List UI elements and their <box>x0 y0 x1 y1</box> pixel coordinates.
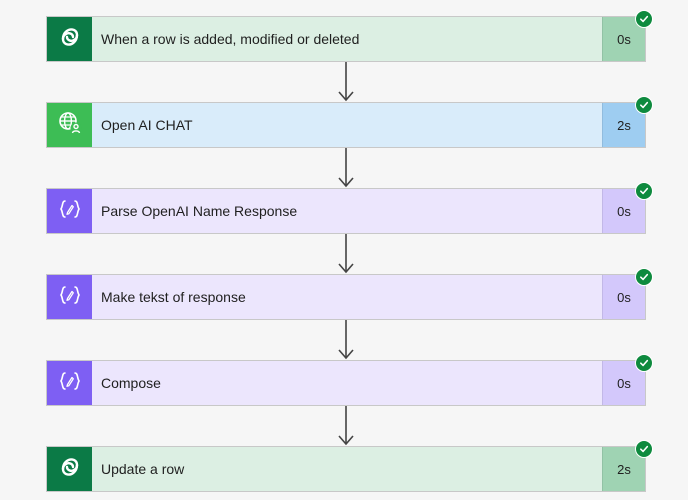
check-icon <box>635 268 653 286</box>
step-icon-box <box>47 361 92 405</box>
step-label: Make tekst of response <box>101 289 246 305</box>
step-label: Compose <box>101 375 161 391</box>
dataverse-icon <box>57 24 83 55</box>
data-operation-icon <box>57 368 83 399</box>
check-icon <box>635 354 653 372</box>
arrow-down-icon <box>336 320 356 360</box>
step-label: Open AI CHAT <box>101 117 193 133</box>
arrow-down-icon <box>336 234 356 274</box>
check-icon <box>635 182 653 200</box>
step-icon-box <box>47 189 92 233</box>
step-compose[interactable]: Compose 0s <box>46 354 653 406</box>
step-parse-openai-name-response[interactable]: Parse OpenAI Name Response 0s <box>46 182 653 234</box>
globe-user-icon <box>57 110 83 141</box>
data-operation-icon <box>57 282 83 313</box>
step-icon-box <box>47 275 92 319</box>
arrow-down-icon <box>336 406 356 446</box>
arrow-down-icon <box>336 62 356 102</box>
step-icon-box <box>47 103 92 147</box>
arrow-down-icon <box>336 148 356 188</box>
step-open-ai-chat[interactable]: Open AI CHAT 2s <box>46 96 653 148</box>
check-icon <box>635 96 653 114</box>
step-icon-box <box>47 447 92 491</box>
check-icon <box>635 440 653 458</box>
dataverse-icon <box>57 454 83 485</box>
step-make-tekst-of-response[interactable]: Make tekst of response 0s <box>46 268 653 320</box>
data-operation-icon <box>57 196 83 227</box>
step-label: When a row is added, modified or deleted <box>101 31 360 47</box>
check-icon <box>635 10 653 28</box>
step-label: Update a row <box>101 461 185 477</box>
step-label: Parse OpenAI Name Response <box>101 203 298 219</box>
step-icon-box <box>47 17 92 61</box>
step-trigger-row-changed[interactable]: When a row is added, modified or deleted… <box>46 10 653 62</box>
step-update-a-row[interactable]: Update a row 2s <box>46 440 653 492</box>
